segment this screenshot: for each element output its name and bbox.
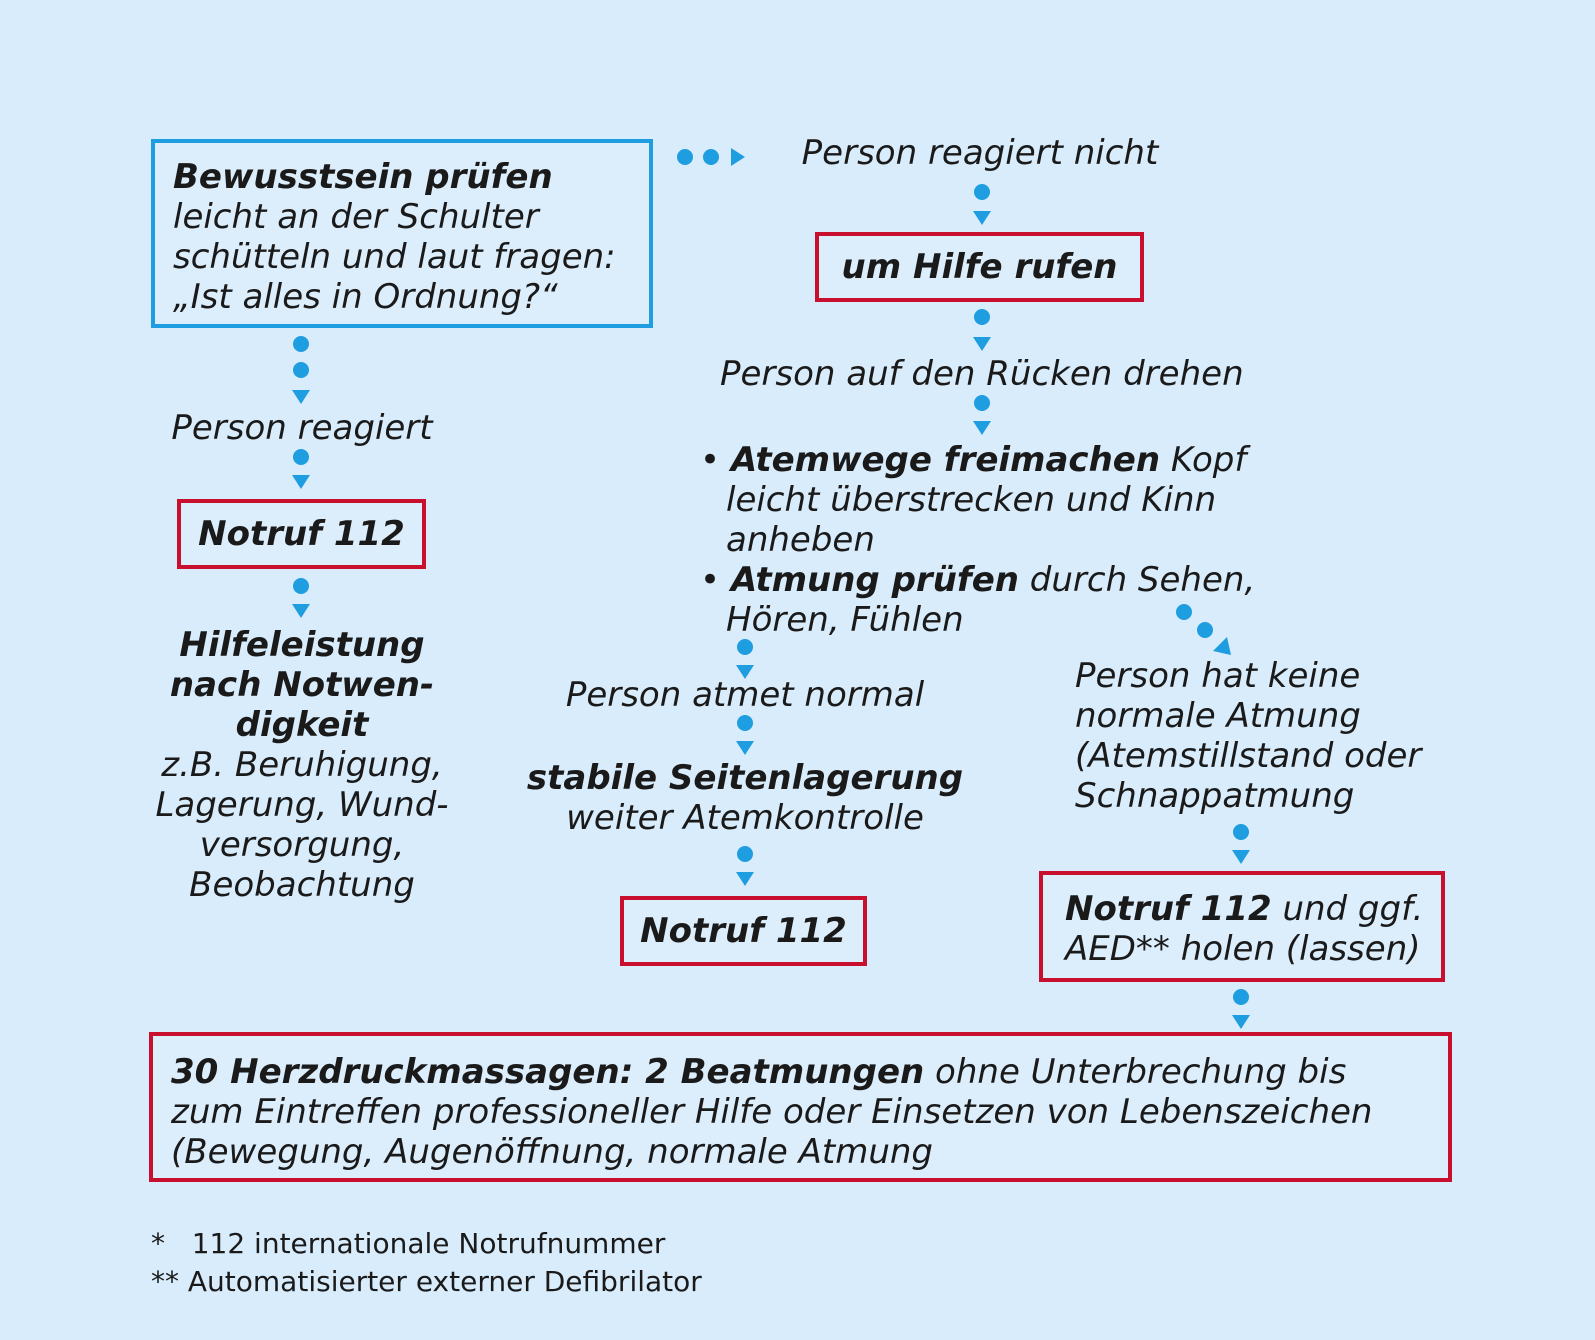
connector-dot bbox=[1197, 622, 1213, 638]
no-breathing-line4: Schnappatmung bbox=[1075, 776, 1355, 816]
check-consciousness-line1: leicht an der Schulter bbox=[173, 197, 539, 237]
emergency-aed-bold: Notruf 112 bbox=[1065, 889, 1272, 929]
bullet-breathing: • Atmung prüfen durch Sehen, Hören, Fühl… bbox=[700, 560, 1255, 640]
breathes-normally-label: Person atmet normal bbox=[565, 675, 925, 715]
connector-dot bbox=[703, 149, 719, 165]
connector-dot bbox=[293, 336, 309, 352]
footnote-2: ** Automatisierter externer Defibrilator bbox=[151, 1265, 702, 1298]
emergency-aed-rest: und ggf. bbox=[1271, 889, 1424, 929]
call-for-help-box: um Hilfe rufen bbox=[815, 232, 1144, 302]
help-line-1: z.B. Beruhigung, bbox=[161, 745, 443, 785]
help-as-needed-block: Hilfeleistung nach Notwen- digkeit z.B. … bbox=[127, 625, 477, 905]
person-not-responding-label: Person reagiert nicht bbox=[801, 133, 1159, 173]
connector-dot bbox=[737, 846, 753, 862]
bullet-symbol: • bbox=[700, 440, 731, 480]
emergency-call-middle-text: Notruf 112 bbox=[640, 911, 847, 951]
turn-on-back-label: Person auf den Rücken drehen bbox=[720, 354, 1244, 394]
connector-arrow bbox=[973, 337, 991, 351]
no-breathing-line2: normale Atmung bbox=[1075, 696, 1361, 736]
emergency-call-left-text: Notruf 112 bbox=[198, 514, 405, 554]
airway-line3: anheben bbox=[726, 520, 875, 560]
cpr-line3: (Bewegung, Augenöffnung, normale Atmung bbox=[171, 1132, 933, 1172]
help-title-1: Hilfeleistung bbox=[179, 625, 425, 665]
connector-arrow bbox=[292, 604, 310, 618]
connector-arrow bbox=[292, 390, 310, 404]
connector-arrow bbox=[736, 665, 754, 679]
connector-arrow bbox=[973, 211, 991, 225]
cpr-box: 30 Herzdruckmassagen: 2 Beatmungen ohne … bbox=[149, 1032, 1452, 1182]
airway-rest: Kopf bbox=[1160, 440, 1247, 480]
bullet-airway: • Atemwege freimachen Kopf leicht überst… bbox=[700, 440, 1246, 560]
airway-line2: leicht überstrecken und Kinn bbox=[726, 480, 1217, 520]
emergency-aed-box: Notruf 112 und ggf. AED** holen (lassen) bbox=[1039, 871, 1445, 982]
person-responds-label: Person reagiert bbox=[171, 408, 433, 448]
connector-arrow bbox=[1232, 850, 1250, 864]
connector-dot bbox=[1176, 604, 1192, 620]
connector-dot bbox=[737, 639, 753, 655]
breathing-bold: Atmung prüfen bbox=[730, 560, 1019, 600]
help-title-3: digkeit bbox=[235, 705, 369, 745]
no-breathing-line1: Person hat keine bbox=[1075, 656, 1361, 696]
recovery-position-text: weiter Atemkontrolle bbox=[566, 798, 924, 838]
no-normal-breathing-block: Person hat keine normale Atmung (Atemsti… bbox=[1075, 656, 1421, 816]
connector-arrow bbox=[1213, 637, 1231, 655]
aed-text: AED** holen (lassen) bbox=[1065, 929, 1421, 969]
breathing-rest: durch Sehen, bbox=[1018, 560, 1256, 600]
connector-arrow bbox=[973, 421, 991, 435]
connector-dot bbox=[1233, 824, 1249, 840]
cpr-bold: 30 Herzdruckmassagen: 2 Beatmungen bbox=[171, 1052, 925, 1092]
emergency-call-left-box: Notruf 112 bbox=[177, 499, 426, 569]
connector-arrow bbox=[292, 475, 310, 489]
connector-arrow bbox=[1232, 1015, 1250, 1029]
connector-dot bbox=[974, 184, 990, 200]
help-line-4: Beobachtung bbox=[189, 865, 415, 905]
recovery-position-block: stabile Seitenlagerung weiter Atemkontro… bbox=[520, 758, 970, 838]
call-for-help-text: um Hilfe rufen bbox=[841, 247, 1118, 287]
connector-arrow bbox=[736, 872, 754, 886]
connector-dot bbox=[293, 578, 309, 594]
connector-dot bbox=[1233, 989, 1249, 1005]
cpr-line2: zum Eintreffen professioneller Hilfe ode… bbox=[171, 1092, 1373, 1132]
connector-dot bbox=[974, 395, 990, 411]
connector-arrow bbox=[731, 148, 745, 166]
airway-bold: Atemwege freimachen bbox=[730, 440, 1161, 480]
bullet-symbol: • bbox=[700, 560, 731, 600]
footnote-1: * 112 internationale Notrufnummer bbox=[151, 1227, 666, 1260]
no-breathing-line3: (Atemstillstand oder bbox=[1075, 736, 1422, 776]
check-consciousness-line3: „Ist alles in Ordnung?“ bbox=[173, 277, 558, 317]
connector-dot bbox=[293, 449, 309, 465]
emergency-call-middle-box: Notruf 112 bbox=[620, 896, 867, 966]
cpr-rest: ohne Unterbrechung bis bbox=[924, 1052, 1347, 1092]
connector-dot bbox=[293, 362, 309, 378]
check-consciousness-box: Bewusstsein prüfen leicht an der Schulte… bbox=[151, 139, 653, 328]
breathing-line2: Hören, Fühlen bbox=[726, 600, 964, 640]
connector-dot bbox=[974, 309, 990, 325]
check-consciousness-line2: schütteln und laut fragen: bbox=[173, 237, 616, 277]
help-line-3: versorgung, bbox=[199, 825, 405, 865]
check-consciousness-title: Bewusstsein prüfen bbox=[173, 157, 553, 197]
help-line-2: Lagerung, Wund- bbox=[155, 785, 449, 825]
connector-arrow bbox=[736, 741, 754, 755]
recovery-position-title: stabile Seitenlagerung bbox=[526, 758, 964, 798]
connector-dot bbox=[737, 715, 753, 731]
connector-dot bbox=[677, 149, 693, 165]
help-title-2: nach Notwen- bbox=[169, 665, 435, 705]
